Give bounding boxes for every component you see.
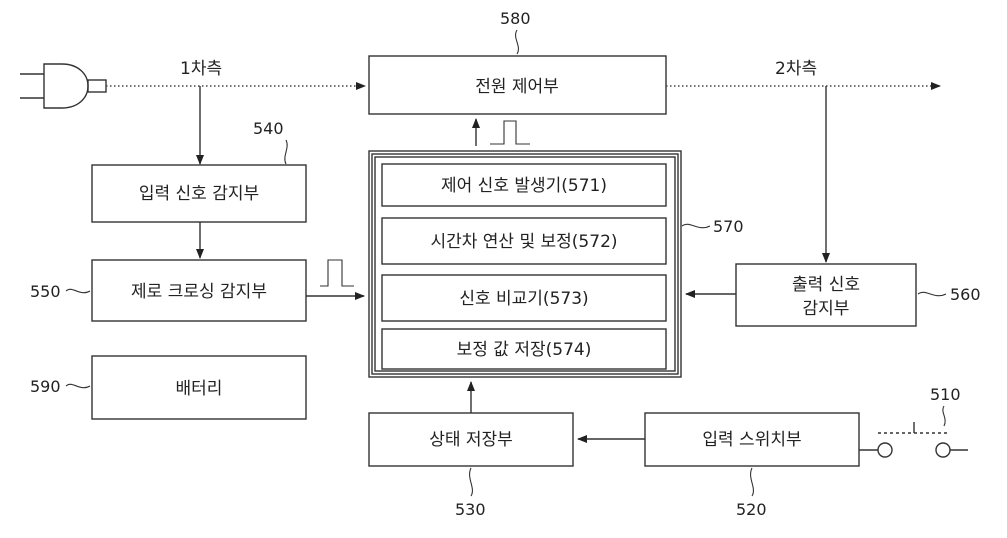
push-switch-icon [859, 422, 968, 458]
correction-store-label: 보정 값 저장(574) [457, 340, 592, 360]
ref-550-leader [65, 288, 91, 294]
comparator-box [381, 274, 667, 322]
time-diff-box [381, 217, 667, 265]
ref-560: 560 [950, 285, 981, 304]
ref-580-leader [515, 29, 519, 55]
zero-cross-label: 제로 크로싱 감지부 [131, 282, 267, 302]
power-control-label: 전원 제어부 [475, 77, 559, 97]
input-detect-label: 입력 신호 감지부 [139, 184, 259, 204]
ref-590-leader [65, 383, 91, 389]
status-store-box [368, 412, 574, 467]
ref-520-leader [750, 467, 754, 497]
output-detect-label-line2: 감지부 [803, 299, 850, 319]
input-switch-label: 입력 스위치부 [702, 430, 801, 450]
comparator-label: 신호 비교기(573) [459, 289, 588, 309]
battery-label: 배터리 [176, 379, 223, 399]
correction-store-box [381, 328, 667, 370]
zero-cross-box [91, 259, 307, 322]
ref-590: 590 [30, 377, 61, 396]
control-signal-generator-label: 제어 신호 발생기(571) [441, 176, 607, 196]
time-diff-label: 시간차 연산 및 보정(572) [430, 232, 617, 252]
ref-550: 550 [30, 282, 61, 301]
input-detect-box [91, 164, 307, 223]
status-store-label: 상태 저장부 [429, 430, 513, 450]
ref-510: 510 [930, 385, 961, 404]
output-detect-box [735, 263, 917, 327]
output-detect-label-line1: 출력 신호 [792, 275, 860, 295]
zero-cross-pulse-icon [320, 259, 354, 287]
power-control-box [368, 55, 667, 115]
secondary-side-label: 2차측 [775, 59, 817, 79]
ref-530: 530 [455, 500, 486, 519]
ref-540: 540 [253, 119, 284, 138]
ref-530-leader [469, 467, 473, 497]
power-plug-icon [20, 63, 107, 109]
control-pulse-icon [490, 120, 530, 145]
ref-570-leader [681, 223, 711, 229]
battery-box [91, 355, 307, 420]
ref-560-leader [917, 291, 947, 297]
control-signal-generator-box [381, 163, 667, 207]
ref-520: 520 [736, 500, 767, 519]
ref-570: 570 [713, 217, 744, 236]
primary-side-label: 1차측 [180, 59, 222, 79]
ref-510-leader [942, 405, 946, 427]
input-switch-box [644, 412, 860, 467]
ref-580: 580 [500, 9, 531, 28]
ref-540-leader [284, 139, 288, 165]
